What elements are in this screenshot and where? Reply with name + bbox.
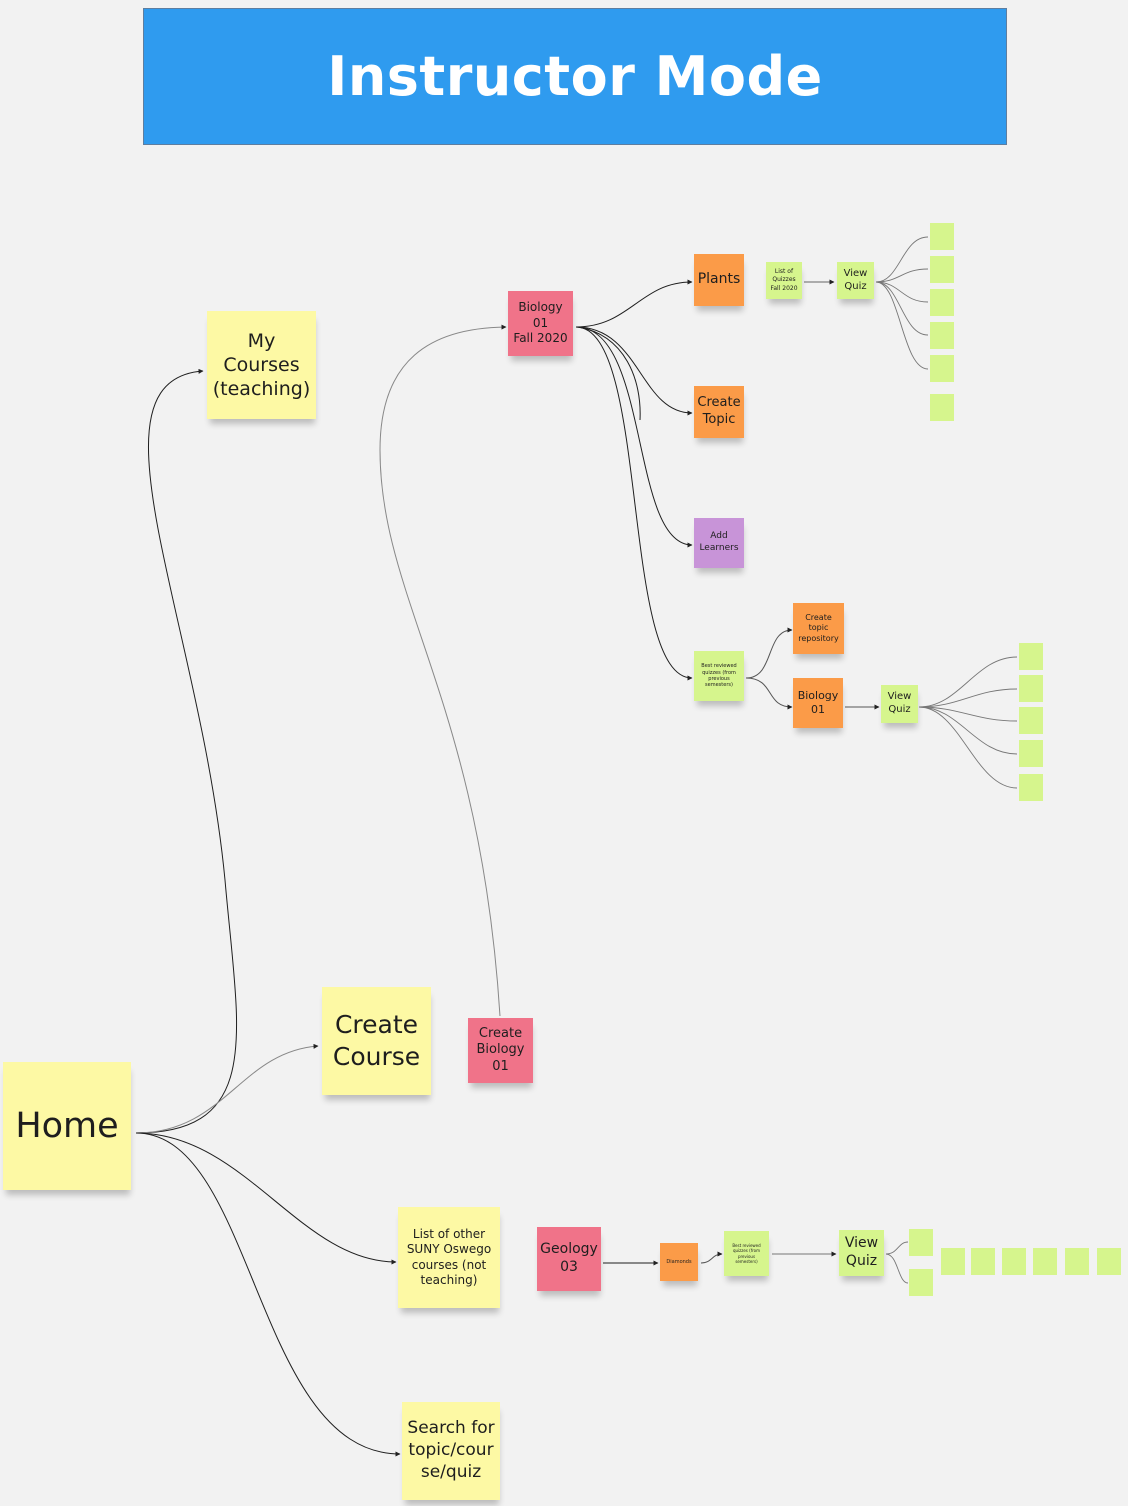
blank-note[interactable]: [1065, 1248, 1089, 1275]
blank-note[interactable]: [1033, 1248, 1057, 1275]
page-title: Instructor Mode: [327, 45, 823, 108]
edge-home-othercourses: [135, 1132, 397, 1265]
edge-home-createcourse: [135, 1043, 319, 1134]
note-search[interactable]: Search for topic/cour se/quiz: [402, 1402, 500, 1500]
edge-biofall-addlearners: [575, 326, 693, 548]
note-create-biology-01[interactable]: Create Biology 01: [468, 1018, 533, 1083]
blank-note[interactable]: [930, 256, 954, 283]
fan-vq2-2: [918, 688, 1018, 708]
blank-note[interactable]: [1019, 707, 1043, 734]
blank-note[interactable]: [1019, 740, 1043, 767]
blank-note[interactable]: [930, 223, 954, 250]
fan-vq1-3: [875, 281, 929, 303]
fan-vq2-1: [918, 656, 1018, 708]
edge-home-mycourses: [135, 368, 238, 1134]
blank-note[interactable]: [930, 289, 954, 316]
title-banner: Instructor Mode: [143, 8, 1007, 145]
blank-note[interactable]: [930, 322, 954, 349]
note-add-learners[interactable]: Add Learners: [694, 518, 744, 568]
fan-vq1-5: [875, 281, 929, 370]
note-diamonds[interactable]: Diamonds: [660, 1243, 698, 1281]
fan-vq1-2: [875, 268, 929, 283]
note-view-quiz-plants[interactable]: View Quiz: [837, 262, 874, 299]
edge-home-search: [135, 1132, 401, 1457]
note-create-course[interactable]: Create Course: [322, 987, 431, 1095]
note-view-quiz-geology[interactable]: View Quiz: [839, 1230, 884, 1276]
blank-note[interactable]: [941, 1248, 965, 1275]
fan-vq2-3: [918, 706, 1018, 722]
fan-vq2-5: [918, 706, 1018, 789]
fan-vq3-1: [885, 1241, 909, 1255]
edge-biofall-plants: [575, 279, 693, 328]
edge-biofall-best: [575, 326, 693, 681]
blank-note[interactable]: [1002, 1248, 1026, 1275]
edge-createbio-biofall: [379, 324, 507, 1017]
edge-best1-bio01: [745, 677, 793, 710]
edge-diamonds-best2: [700, 1251, 723, 1264]
blank-note[interactable]: [909, 1269, 933, 1296]
edge-biofall-loop: [577, 326, 641, 421]
note-other-courses[interactable]: List of other SUNY Oswego courses (not t…: [398, 1207, 500, 1308]
fan-vq2-4: [918, 706, 1018, 755]
note-create-topic-repository[interactable]: Create topic repository: [793, 603, 844, 654]
note-list-of-quizzes[interactable]: List of Quizzes Fall 2020: [766, 262, 802, 299]
note-biology-01[interactable]: Biology 01: [793, 678, 843, 728]
note-view-quiz-biology[interactable]: View Quiz: [881, 685, 918, 723]
blank-note[interactable]: [1097, 1248, 1121, 1275]
note-best-reviewed-quizzes[interactable]: Best reviewed quizzes (from previous sem…: [694, 651, 744, 701]
blank-note[interactable]: [909, 1229, 933, 1256]
fan-vq1-1: [875, 236, 929, 283]
note-home[interactable]: Home: [3, 1062, 131, 1190]
blank-note[interactable]: [930, 394, 954, 421]
blank-note[interactable]: [1019, 643, 1043, 670]
edge-biofall-createtopic: [575, 326, 693, 416]
note-plants[interactable]: Plants: [694, 254, 744, 306]
fan-vq1-4: [875, 281, 929, 336]
blank-note[interactable]: [971, 1248, 995, 1275]
blank-note[interactable]: [1019, 774, 1043, 801]
blank-note[interactable]: [930, 355, 954, 382]
note-my-courses[interactable]: My Courses (teaching): [207, 311, 316, 419]
note-create-topic[interactable]: Create Topic: [694, 386, 744, 438]
blank-note[interactable]: [1019, 675, 1043, 702]
note-geology-03[interactable]: Geology 03: [537, 1227, 601, 1291]
edge-best1-repo: [745, 627, 793, 679]
note-biology-fall-2020[interactable]: Biology 01 Fall 2020: [508, 291, 573, 356]
note-best-reviewed-quizzes-geology[interactable]: Best reviewed quizzes (from previous sem…: [724, 1231, 769, 1276]
fan-vq3-2: [885, 1253, 909, 1284]
